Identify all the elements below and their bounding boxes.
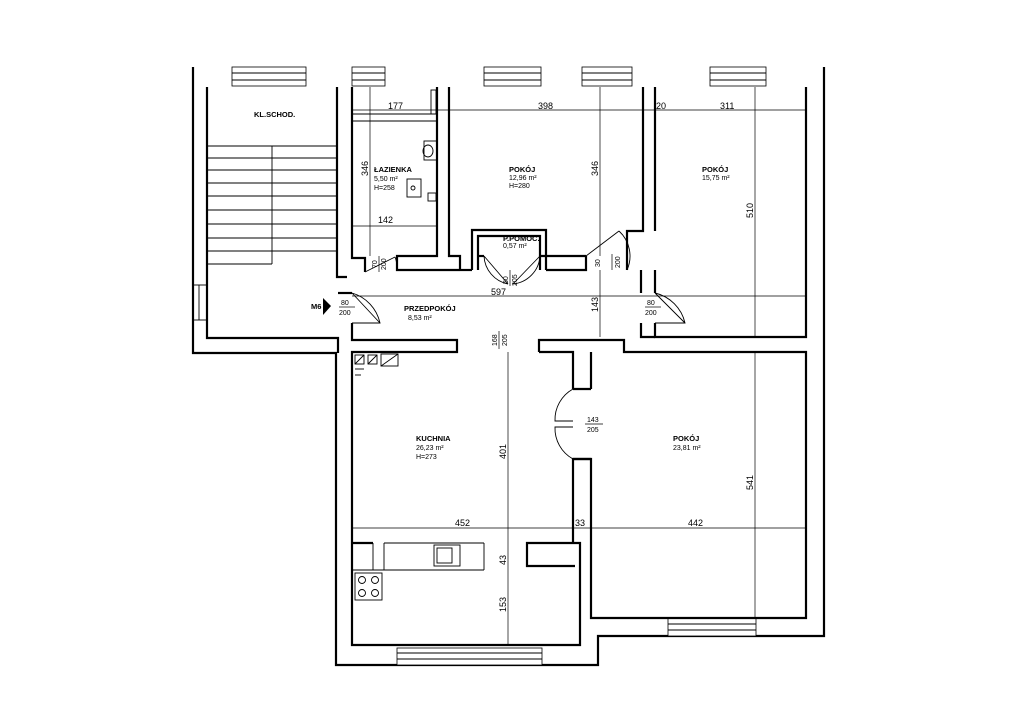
room-bathroom-name: ŁAZIENKA — [374, 165, 412, 174]
room-room2-name: POKÓJ — [702, 165, 728, 174]
kitchen-fixtures — [352, 353, 485, 601]
room-kitchen-height: H=273 — [416, 454, 437, 461]
room-storage-area: 0,57 m² — [503, 243, 527, 250]
staircase — [207, 145, 337, 265]
door-entry-height: 200 — [339, 310, 351, 317]
entrance-arrow-icon — [323, 298, 331, 315]
opening-kitchen-height: 205 — [502, 334, 509, 346]
dim-kitchen-height: 401 — [498, 444, 508, 459]
room-room3-name: POKÓJ — [673, 434, 699, 443]
stair-window — [193, 284, 207, 321]
dimension-lines — [352, 87, 806, 645]
room-kitchen-name: KUCHNIA — [416, 434, 451, 443]
dim-room1-height: 346 — [590, 161, 600, 176]
room-kitchen-area: 26,23 m² — [416, 445, 444, 452]
room-bathroom-area: 5,50 m² — [374, 176, 398, 183]
room-hall-area: 8,53 m² — [408, 315, 432, 322]
dim-room3-height: 541 — [745, 475, 755, 490]
dim-hall-height: 143 — [590, 297, 600, 312]
room-room3-area: 23,81 m² — [673, 445, 701, 452]
interior-walls — [335, 87, 808, 647]
door-room2-height: 200 — [645, 310, 657, 317]
room-stairs-name: KL.SCHOD. — [254, 110, 295, 119]
room-room2-area: 15,75 m² — [702, 175, 730, 182]
dim-room2-height: 510 — [745, 203, 755, 218]
door-room1-height: 200 — [615, 256, 622, 268]
dim-room1-width: 398 — [538, 101, 553, 111]
dim-room3-width: 442 — [688, 518, 703, 528]
doors — [351, 230, 686, 460]
door-bath-height: 200 — [381, 258, 388, 270]
room-room1-name: POKÓJ — [509, 165, 535, 174]
dim-room2-width: 311 — [720, 101, 734, 111]
dim-bath-width: 177 — [388, 101, 403, 111]
bathroom-fixtures — [352, 89, 438, 202]
dim-hall-width: 597 — [491, 287, 506, 297]
door-room3-width: 143 — [587, 417, 599, 424]
door-room3-height: 205 — [587, 427, 599, 434]
bottom-windows — [396, 617, 757, 666]
dim-kitchen-width: 452 — [455, 518, 470, 528]
room-bathroom-height: H=258 — [374, 185, 395, 192]
room-room1-height: H=280 — [509, 183, 530, 190]
door-entry-width: 80 — [341, 300, 349, 307]
door-room1-width: 30 — [595, 259, 602, 267]
opening-kitchen-width: 168 — [492, 334, 499, 346]
dim-wall-33: 33 — [575, 518, 585, 528]
door-storage-height: 205 — [512, 274, 519, 286]
dim-room2-gap: 20 — [656, 101, 666, 111]
door-room2-width: 80 — [647, 300, 655, 307]
room-hall-name: PRZEDPOKÓJ — [404, 304, 456, 313]
top-windows — [231, 66, 767, 87]
dim-bath-inner-width: 142 — [378, 215, 393, 225]
entrance-label: M6 — [311, 302, 321, 311]
dim-kitchen-153: 153 — [498, 597, 508, 612]
door-storage-width: 50 — [503, 276, 510, 284]
room-room1-area: 12,96 m² — [509, 175, 537, 182]
dim-bath-height: 346 — [360, 161, 370, 176]
room-storage-name: P.POMOC. — [503, 234, 540, 243]
door-bath-width: 70 — [372, 260, 379, 268]
dim-kitchen-43: 43 — [498, 555, 508, 565]
outer-walls — [191, 67, 826, 667]
